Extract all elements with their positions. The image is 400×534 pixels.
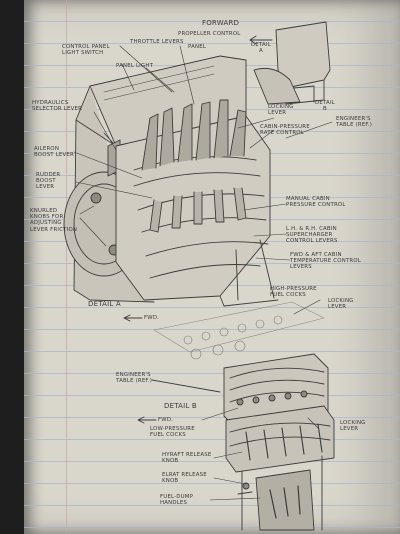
detail-a-console — [63, 55, 279, 307]
label-high-pressure-fuel-cocks: HIGH-PRESSURE FUEL COCKS — [270, 286, 317, 299]
label-hydraulics-selector-lever: HYDRAULICS SELECTOR LEVER — [32, 100, 83, 113]
label-lh-rh-cabin-supercharger: L.H. & R.H. CABIN SUPERCHARGER CONTROL L… — [286, 226, 338, 245]
margin-line — [66, 0, 67, 534]
label-panel: PANEL — [188, 44, 207, 50]
fwd-arrow-b — [137, 416, 157, 424]
label-low-pressure-fuel-cocks: LOW-PRESSURE FUEL COCKS — [150, 426, 195, 439]
label-throttle-levers: THROTTLE LEVERS — [130, 39, 184, 45]
label-aileron-boost-lever: AILERON BOOST LEVER — [34, 146, 74, 159]
label-locking-lever-mid: LOCKING LEVER — [328, 298, 354, 311]
label-fwd-a: FWD. — [144, 315, 160, 321]
detail-b-panel — [153, 301, 335, 531]
label-propeller-control: PROPELLER CONTROL — [178, 31, 241, 37]
label-forward: FORWARD — [202, 19, 240, 27]
label-panel-light: PANEL LIGHT — [116, 63, 154, 69]
label-hyraft-release-knob: HYRAFT RELEASE KNOB — [162, 452, 212, 465]
detail-reference-sketch — [249, 21, 331, 105]
label-locking-lever-bottom: LOCKING LEVER — [340, 420, 366, 433]
label-locking-lever-top: LOCKING LEVER — [268, 104, 294, 117]
fwd-arrow-a — [123, 314, 143, 322]
label-engineers-table-top: ENGINEER'S TABLE (REF.) — [336, 116, 373, 129]
label-detail-a: DETAIL A — [88, 300, 121, 308]
label-knurled-knobs: KNURLED KNOBS FOR ADJUSTING LEVER FRICTI… — [30, 208, 78, 233]
label-detail-b: DETAIL B — [164, 402, 197, 410]
label-engineers-table-bottom: ENGINEER'S TABLE (REF.) — [116, 372, 153, 385]
label-detail-b-small: DETAIL B — [315, 100, 335, 113]
label-manual-cabin-pressure-control: MANUAL CABIN PRESSURE CONTROL — [286, 196, 346, 209]
label-fwd-b: FWD. — [158, 417, 174, 423]
label-fwd-aft-cabin-temperature: FWD & AFT CABIN TEMPERATURE CONTROL LEVE… — [290, 252, 362, 271]
label-control-panel-light-switch: CONTROL PANEL LIGHT SWITCH — [62, 44, 110, 57]
notebook-page: THROTTLE LEVERS PROPELLER CONTROL PANEL … — [24, 0, 400, 534]
label-cabin-pressure-rate-control: CABIN-PRESSURE RATE CONTROL — [260, 124, 310, 137]
label-detail-a-small: DETAIL A — [251, 42, 271, 55]
label-rudder-boost-lever: RUDDER BOOST LEVER — [36, 172, 61, 191]
label-elrat-release-knob: ELRAT RELEASE KNOB — [162, 472, 207, 485]
label-fuel-dump-handles: FUEL-DUMP HANDLES — [160, 494, 194, 507]
sketch-drawing — [63, 21, 335, 531]
